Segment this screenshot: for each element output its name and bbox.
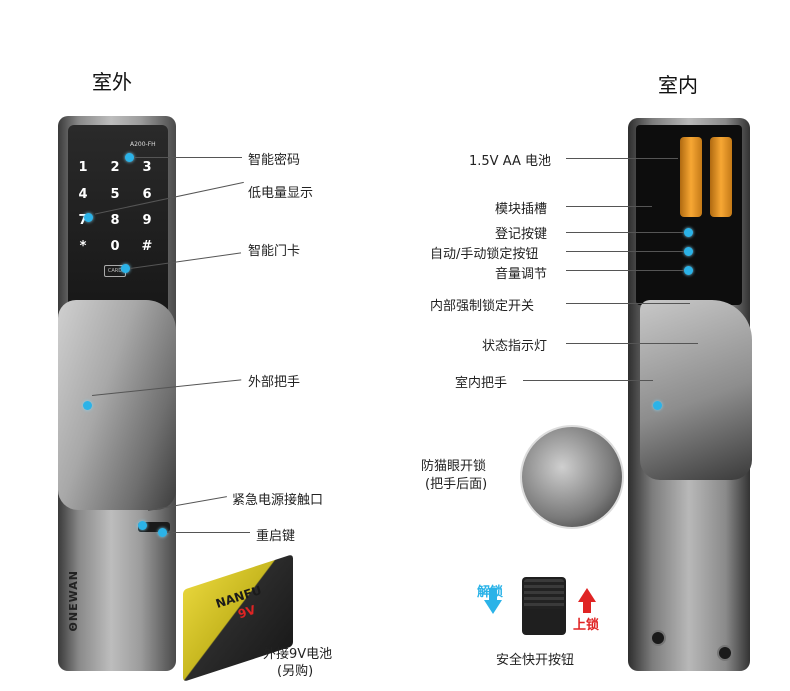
register-key-label: 登记按键 xyxy=(495,227,548,242)
unlock-arrow-icon xyxy=(484,600,502,614)
emergency-power-label: 紧急电源接触口 xyxy=(232,493,324,508)
indoor-title: 室内 xyxy=(658,73,698,97)
aa-battery-1 xyxy=(680,137,702,217)
indoor-handle[interactable] xyxy=(640,300,752,480)
key-7[interactable]: 7 xyxy=(78,213,88,228)
lock-label: 上锁 xyxy=(573,618,600,633)
status-light-label: 状态指示灯 xyxy=(482,339,548,354)
indoor-handle-line xyxy=(523,380,653,381)
register-key-line xyxy=(566,232,684,233)
auto-manual-lock-line xyxy=(566,251,684,252)
brand-logo: ΘNEWAN xyxy=(67,570,80,632)
low-battery-dot xyxy=(84,213,93,222)
unlock-arrow-stem xyxy=(489,588,497,601)
anti-cat-eye-inset xyxy=(520,425,624,529)
outdoor-title: 室外 xyxy=(92,70,132,94)
safety-button-label: 安全快开按钮 xyxy=(496,653,575,668)
aa-battery-2 xyxy=(710,137,732,217)
screw-left xyxy=(650,630,666,646)
indoor-handle-dot xyxy=(653,401,662,410)
restart-line xyxy=(167,532,250,533)
key-5[interactable]: 5 xyxy=(110,187,120,202)
auto-manual-lock-label: 自动/手动锁定按钮 xyxy=(430,247,539,262)
restart-label: 重启键 xyxy=(256,529,296,544)
register-key-dot[interactable] xyxy=(684,228,693,237)
smart-code-line xyxy=(134,157,242,158)
smart-card-label: 智能门卡 xyxy=(248,244,301,259)
module-slot-line xyxy=(566,206,652,207)
key-hash[interactable]: # xyxy=(141,239,153,254)
aa-battery-line xyxy=(566,158,678,159)
emergency-power-dot xyxy=(138,521,147,530)
key-star[interactable]: * xyxy=(79,239,87,254)
key-3[interactable]: 3 xyxy=(142,160,152,175)
auto-manual-lock-dot[interactable] xyxy=(684,247,693,256)
restart-dot[interactable] xyxy=(158,528,167,537)
internal-lock-switch-label: 内部强制锁定开关 xyxy=(430,299,535,314)
safety-button-knob[interactable] xyxy=(524,579,564,609)
outer-handle[interactable] xyxy=(58,300,176,510)
emergency-power-port[interactable] xyxy=(138,522,170,532)
lock-arrow-icon xyxy=(578,588,596,602)
anti-cat-eye-label: 防猫眼开锁 xyxy=(421,459,487,474)
aa-battery-label: 1.5V AA 电池 xyxy=(469,154,551,169)
volume-line xyxy=(566,270,684,271)
status-light-line xyxy=(566,343,698,344)
key-6[interactable]: 6 xyxy=(142,187,152,202)
outer-handle-dot xyxy=(83,401,92,410)
volume-label: 音量调节 xyxy=(495,267,548,282)
key-9[interactable]: 9 xyxy=(142,213,152,228)
key-2[interactable]: 2 xyxy=(110,160,120,175)
smart-card-dot xyxy=(121,264,130,273)
outer-handle-label: 外部把手 xyxy=(248,375,301,390)
key-0[interactable]: 0 xyxy=(110,239,120,254)
lock-arrow-stem xyxy=(583,601,591,613)
screw-right xyxy=(717,645,733,661)
internal-lock-switch-line xyxy=(566,303,690,304)
indoor-handle-label: 室内把手 xyxy=(455,376,508,391)
smart-code-label: 智能密码 xyxy=(248,153,301,168)
smart-code-dot xyxy=(125,153,134,162)
battery-9v-label: 外接9V电池 xyxy=(263,647,333,662)
volume-dot[interactable] xyxy=(684,266,693,275)
key-1[interactable]: 1 xyxy=(78,160,88,175)
model-label: A200-FH xyxy=(130,141,156,148)
key-8[interactable]: 8 xyxy=(110,213,120,228)
anti-cat-eye-note: (把手后面) xyxy=(425,477,488,492)
battery-9v-note: (另购) xyxy=(277,664,314,679)
module-slot-label: 模块插槽 xyxy=(495,202,548,217)
low-battery-label: 低电量显示 xyxy=(248,186,314,201)
key-4[interactable]: 4 xyxy=(78,187,88,202)
